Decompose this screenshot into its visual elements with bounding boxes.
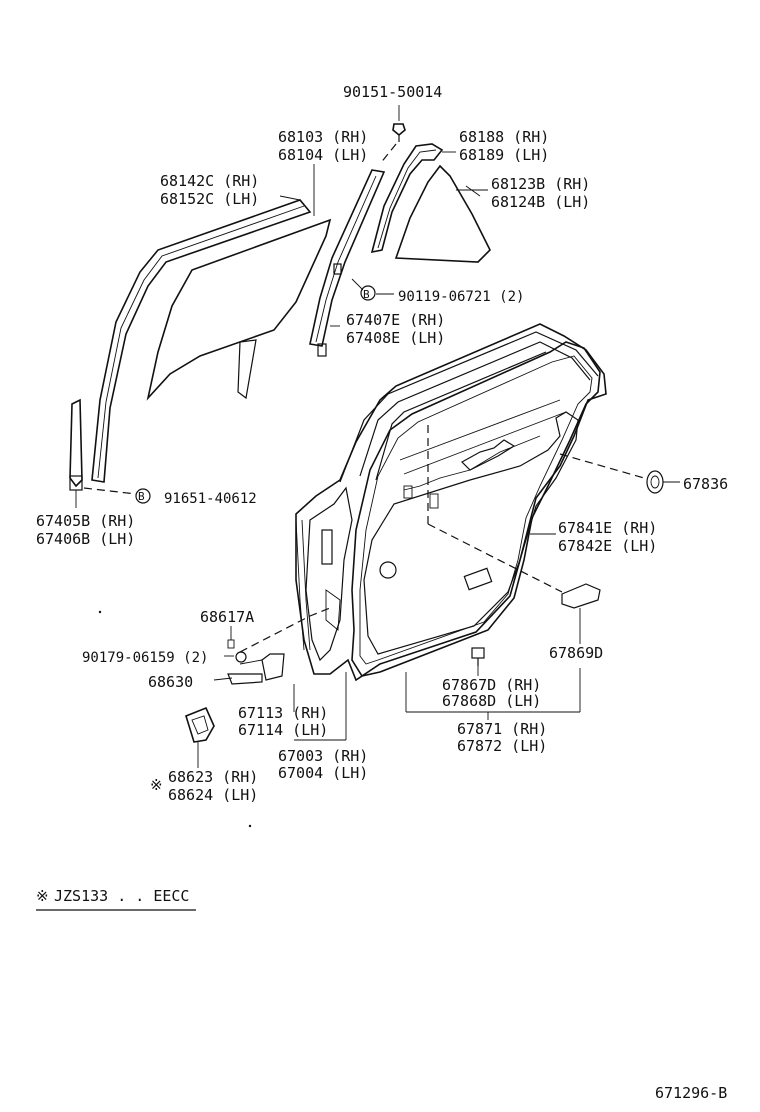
hole-plug-67836 — [559, 453, 680, 494]
quarter-window-glass — [394, 164, 491, 263]
label-68624: 68624 (LH) — [168, 786, 258, 804]
callout-labels: 90151-50014 68103 (RH) 68104 (LH) 68188 … — [36, 83, 728, 804]
label-68617a: 68617A — [200, 608, 254, 626]
division-bar — [309, 169, 386, 357]
lower-sash-channel — [69, 398, 151, 508]
stray-dot — [98, 610, 102, 614]
label-67842e: 67842E (LH) — [558, 537, 657, 555]
label-67408e: 67408E (LH) — [346, 329, 445, 347]
label-90179: 90179-06159 (2) — [82, 650, 208, 666]
figure-code: 671296-B — [655, 1084, 727, 1102]
label-68152c: 68152C (LH) — [160, 190, 259, 208]
label-67868d: 67868D (LH) — [442, 692, 541, 710]
label-67113: 67113 (RH) — [238, 704, 328, 722]
bracket-67871 — [405, 668, 581, 720]
label-67872: 67872 (LH) — [457, 737, 547, 755]
label-68103: 68103 (RH) — [278, 128, 368, 146]
stray-dot — [248, 824, 252, 828]
label-67407e: 67407E (RH) — [346, 311, 445, 329]
leader-lines — [279, 151, 556, 741]
label-68123b: 68123B (RH) — [491, 175, 590, 193]
label-67841e: 67841E (RH) — [558, 519, 657, 537]
door-handle-assy — [213, 607, 331, 685]
label-67836: 67836 — [683, 475, 728, 493]
note-mark-68623: ※ — [150, 776, 163, 794]
label-67871: 67871 (RH) — [457, 720, 547, 738]
label-67405b: 67405B (RH) — [36, 512, 135, 530]
label-68142c: 68142C (RH) — [160, 172, 259, 190]
footnote-mark: ※ — [36, 887, 49, 905]
label-68189: 68189 (LH) — [459, 146, 549, 164]
inside-handle-bezel — [185, 706, 215, 768]
quarter-glass-weatherstrip — [370, 143, 444, 254]
label-67869d: 67869D — [549, 644, 603, 662]
label-90119: 90119-06721 (2) — [398, 289, 524, 305]
label-67114: 67114 (LH) — [238, 721, 328, 739]
label-67003: 67003 (RH) — [278, 747, 368, 765]
glass-run-channel — [91, 199, 312, 483]
footnote: ※ JZS133 . . EECC — [36, 887, 196, 911]
label-67406b: 67406B (LH) — [36, 530, 135, 548]
label-91651: 91651-40612 — [164, 491, 257, 507]
label-68630: 68630 — [148, 673, 193, 691]
label-68104: 68104 (LH) — [278, 146, 368, 164]
label-90151: 90151-50014 — [343, 83, 442, 101]
bolt-90119 — [351, 278, 376, 301]
label-68188: 68188 (RH) — [459, 128, 549, 146]
label-67004: 67004 (LH) — [278, 764, 368, 782]
bolt-marker-90119: B — [363, 288, 370, 301]
clip-67867 — [471, 647, 485, 676]
label-68623: 68623 (RH) — [168, 768, 258, 786]
screw-90151 — [379, 105, 406, 165]
rear-door-panel — [295, 323, 607, 682]
hole-cover-67869 — [427, 424, 601, 644]
door-weatherstrip — [351, 341, 601, 677]
label-67867d: 67867D (RH) — [442, 676, 541, 694]
door-glass — [146, 218, 332, 401]
footnote-text: JZS133 . . EECC — [54, 887, 189, 905]
bolt-marker-91651: B — [138, 490, 145, 503]
label-68124b: 68124B (LH) — [491, 193, 590, 211]
